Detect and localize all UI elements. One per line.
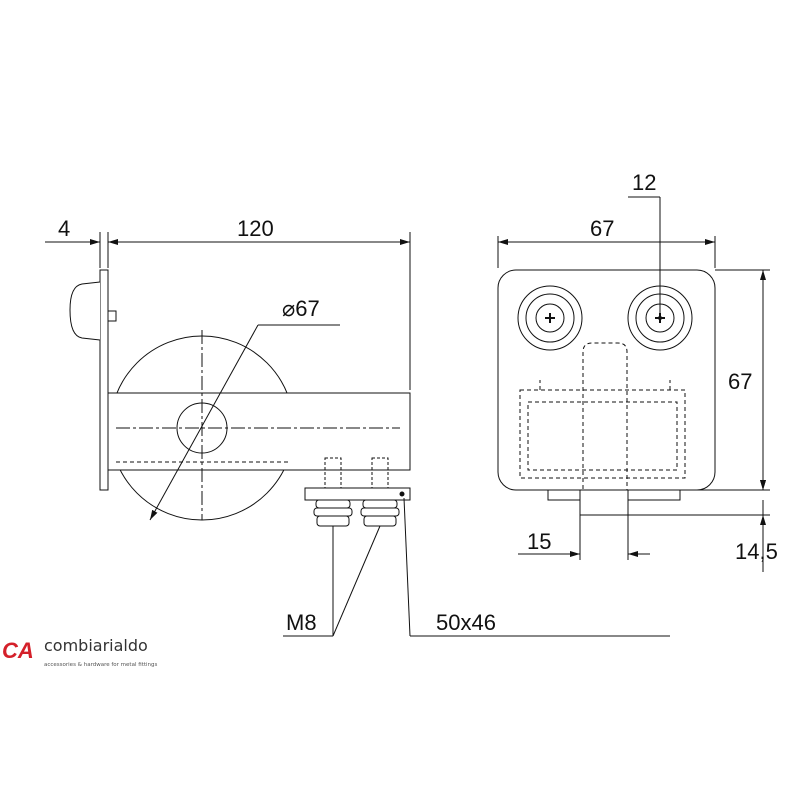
bracket-plate: [304, 487, 411, 501]
mounting-plate: [99, 269, 109, 491]
wheel-left: [517, 285, 583, 351]
arm: [107, 392, 411, 471]
housing: [497, 269, 716, 491]
label-bracket-plate: 50x46: [436, 610, 496, 635]
brand-logo: CA combiarialdo accessories & hardware f…: [2, 636, 158, 668]
bolt-left: [313, 457, 353, 527]
dim-nub-height: 14,5: [735, 539, 778, 564]
front-view: [497, 196, 770, 572]
logo-brand: combiarialdo: [44, 636, 148, 655]
dim-width: 67: [590, 216, 614, 241]
dim-height: 67: [728, 369, 752, 394]
bump: [69, 281, 101, 341]
side-view: [45, 232, 670, 637]
logo-mark: CA: [2, 638, 34, 663]
dim-wheel-spacing: 12: [632, 170, 656, 195]
dim-arm-length: 120: [237, 216, 274, 241]
nub: [579, 489, 629, 516]
label-bolt: M8: [286, 610, 317, 635]
dim-nub-width: 15: [527, 529, 551, 554]
logo-tagline: accessories & hardware for metal fitting…: [44, 662, 158, 668]
dim-plate-thickness: 4: [58, 216, 70, 241]
dim-wheel-diameter: ⌀67: [282, 296, 320, 321]
